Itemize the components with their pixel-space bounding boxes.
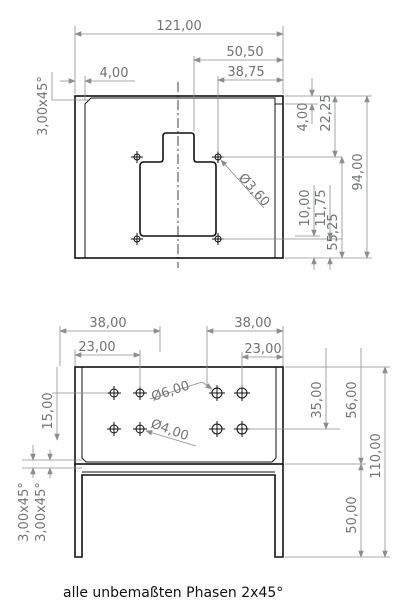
dim-height-56: 56,00 bbox=[345, 381, 360, 418]
dim-overall-height: 110,00 bbox=[369, 433, 384, 479]
top-view-outline bbox=[74, 95, 284, 259]
dim-hole-diameter: Ø3,60 bbox=[235, 171, 272, 210]
top-view-inner-wall bbox=[84, 97, 276, 258]
dim-left-pitch: 23,00 bbox=[78, 340, 115, 355]
dim-height-35: 35,00 bbox=[310, 381, 325, 418]
dim-overall-depth: 94,00 bbox=[351, 153, 366, 190]
top-view-cutout bbox=[139, 132, 217, 237]
dim-wall-thickness: 4,00 bbox=[100, 66, 129, 81]
dim-left-height: 15,00 bbox=[41, 392, 56, 429]
front-view-legs bbox=[74, 464, 284, 558]
dim-right-span: 38,00 bbox=[234, 316, 271, 331]
front-view-plate bbox=[74, 366, 284, 465]
chamfer-note: alle unbemaßten Phasen 2x45° bbox=[63, 585, 283, 601]
dim-left-span: 38,00 bbox=[89, 316, 126, 331]
dim-lower-b: 11,75 bbox=[314, 189, 329, 226]
front-view-inner-edge bbox=[81, 367, 277, 463]
front-view: 38,00 23,00 38,00 23,00 Ø6,00 Ø4,00 15,0… bbox=[17, 316, 390, 558]
top-view-holes bbox=[131, 151, 224, 245]
dim-right-pitch: 23,00 bbox=[244, 342, 281, 357]
dim-chamfer-b: 3,00x45° bbox=[34, 482, 49, 542]
dim-top-hole-y: 22,25 bbox=[319, 94, 334, 131]
top-view: 121,00 50,50 38,75 4,00 3,00x45° 4,00 22… bbox=[36, 19, 372, 270]
dim-hole-small: Ø4,00 bbox=[149, 417, 191, 444]
dim-hole-large: Ø6,00 bbox=[150, 378, 192, 404]
dim-overall-width: 121,00 bbox=[156, 19, 202, 34]
dim-right-wall: 4,00 bbox=[296, 103, 311, 132]
dim-hole-offset-a: 50,50 bbox=[226, 45, 263, 60]
dim-hole-offset-b: 38,75 bbox=[227, 65, 264, 80]
front-view-holes bbox=[107, 385, 250, 437]
dim-leg-height: 50,00 bbox=[345, 496, 360, 533]
dim-lower-a: 10,00 bbox=[298, 189, 313, 226]
dim-chamfer-a: 3,00x45° bbox=[17, 482, 32, 542]
dim-chamfer: 3,00x45° bbox=[36, 76, 51, 136]
